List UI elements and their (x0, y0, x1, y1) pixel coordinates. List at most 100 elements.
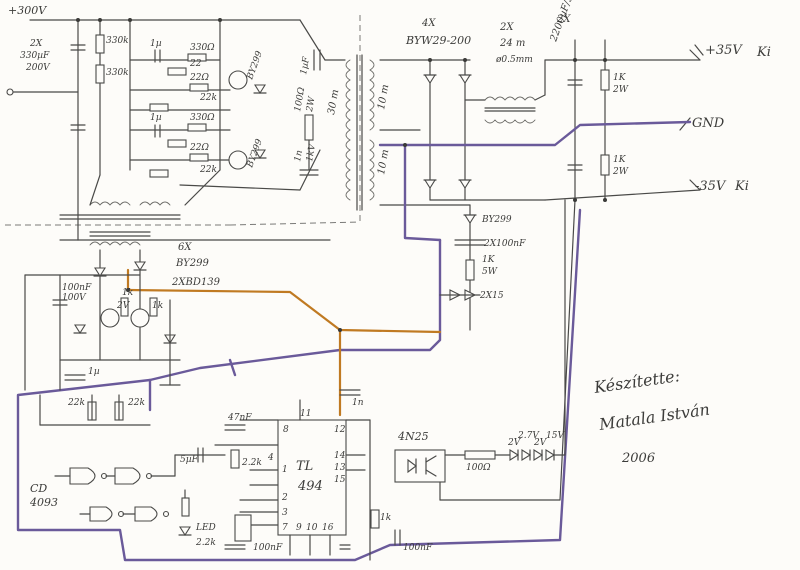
label-snubber-caps: 2X100nF (483, 239, 526, 249)
label-cap-voltage: 200V (25, 63, 51, 73)
label-tl494-num: 494 (297, 479, 323, 494)
label-c100n-c: 100nF (403, 543, 433, 553)
label-coupling-cap: 1µF (299, 55, 312, 75)
label-300v: +300V (8, 4, 47, 17)
label-driver-cap-volt: 100V (62, 293, 87, 303)
ground-bus (16, 120, 692, 562)
label-cap-1u-b: 1µ (150, 113, 162, 123)
label-primary-turns: 30 m (326, 89, 341, 116)
label-snub-1n: 1n (293, 149, 305, 162)
label-r22k-b: 22k (199, 165, 217, 175)
label-snubber-zener: 2X15 (479, 291, 504, 301)
label-led: LED (195, 523, 216, 533)
label-zener-4: 15V (546, 431, 565, 441)
label-r330-a: 330Ω (190, 43, 215, 53)
label-gnd: GND (692, 116, 725, 131)
label-snub-r: 100Ω (293, 86, 307, 113)
pin-12: 12 (334, 425, 346, 435)
label-tl494: TL (296, 459, 313, 474)
label-driver-cap: 100nF (62, 283, 92, 293)
label-cd4093-num: 4093 (29, 496, 58, 509)
label-r2-2k: 2.2k (241, 458, 262, 468)
label-diode-count: 4X (421, 18, 436, 29)
pin-15: 15 (334, 475, 346, 485)
label-cap-count: 2X (29, 39, 43, 49)
label-c47n: 47nF (227, 413, 252, 423)
label-choke-wire: ø0.5mm (495, 55, 533, 65)
pin-4: 4 (267, 453, 274, 463)
label-snubber-diode: BY299 (481, 215, 512, 225)
label-plus35v: +35V (705, 43, 743, 58)
label-r1k-c: 1k (380, 513, 391, 523)
label-cd4093: CD (30, 482, 47, 495)
label-snub-2w: 2W (305, 95, 318, 113)
label-r22k-right: 22k (127, 398, 145, 408)
label-r22r: 22Ω (189, 73, 209, 83)
label-r330k-b: 330k (106, 68, 129, 78)
pin-8: 8 (283, 425, 289, 435)
output-section (423, 39, 704, 201)
label-out-r1-watt: 2W (612, 85, 629, 95)
label-driver-2v: 2V (116, 301, 131, 311)
pin-10: 10 (306, 523, 318, 533)
label-driver-transistors: 2XBD139 (171, 277, 221, 288)
label-driver-r1k-a: 1k (122, 288, 133, 298)
label-plus35v-ki: Ki (756, 45, 771, 60)
snubber-network (439, 204, 486, 331)
input-section (6, 19, 331, 241)
pin-13: 13 (334, 463, 346, 473)
pin-14: 14 (334, 451, 346, 461)
pin-7: 7 (282, 523, 288, 533)
label-minus35v: -35V (695, 179, 727, 194)
label-snubber-r: 1K (482, 255, 496, 265)
label-choke-count: 2X (499, 22, 514, 33)
control-section (54, 389, 401, 561)
label-driver-r1k-b: 1k (152, 301, 163, 311)
label-year: 2006 (621, 451, 655, 466)
label-r330-b: 330Ω (190, 113, 215, 123)
pin-16: 16 (322, 523, 334, 533)
label-out-r2: 1K (613, 155, 627, 165)
label-by299-a: BY299 (245, 50, 265, 82)
label-out-r2-watt: 2W (612, 167, 629, 177)
label-c5u: 5µF (180, 455, 199, 465)
label-c100n-b: 100nF (253, 543, 283, 553)
label-r22k-left: 22k (67, 398, 85, 408)
label-zener-2: 2.7V (517, 431, 540, 441)
pin-11: 11 (300, 409, 311, 419)
label-r2-2k-b: 2.2k (195, 538, 216, 548)
pin-9: 9 (296, 523, 302, 533)
label-sec-turns-a: 10 m (376, 84, 391, 111)
drive-signal-line (126, 268, 442, 417)
label-sec-turns-b: 10 m (376, 149, 391, 176)
label-snubber-watt: 5W (482, 267, 498, 277)
junction-dots (76, 18, 607, 332)
label-r100: 100Ω (466, 463, 491, 473)
label-cap-1u-a: 1µ (150, 39, 162, 49)
label-cap-1n: 1n (352, 398, 364, 408)
feedback-section (394, 199, 576, 501)
label-r22k: 22k (199, 93, 217, 103)
label-zener-1: 2V (507, 438, 522, 448)
pin-2: 2 (281, 493, 288, 503)
label-cap-value: 330µF (20, 51, 50, 61)
label-author-title: Készítette: (592, 366, 681, 397)
pin-3: 3 (282, 508, 288, 518)
label-out-cap-count: 2X (556, 14, 571, 25)
label-r22-a: 22 (189, 59, 202, 69)
label-minus35v-ki: Ki (734, 179, 749, 194)
label-r330k-a: 330k (106, 36, 129, 46)
label-driver-count: 6X (178, 242, 192, 253)
isolation-boundary (5, 15, 361, 226)
driver-stage (24, 231, 181, 426)
label-choke-length: 24 m (499, 38, 525, 49)
label-author-name: Matala István (597, 400, 711, 434)
label-out-r1: 1K (613, 73, 627, 83)
label-zener-3: 2V (533, 438, 548, 448)
label-r22-b: 22Ω (189, 143, 209, 153)
label-driver-diodes: BY299 (175, 258, 209, 269)
label-diode-type: BYW29-200 (405, 34, 471, 47)
main-transformer (299, 49, 471, 211)
